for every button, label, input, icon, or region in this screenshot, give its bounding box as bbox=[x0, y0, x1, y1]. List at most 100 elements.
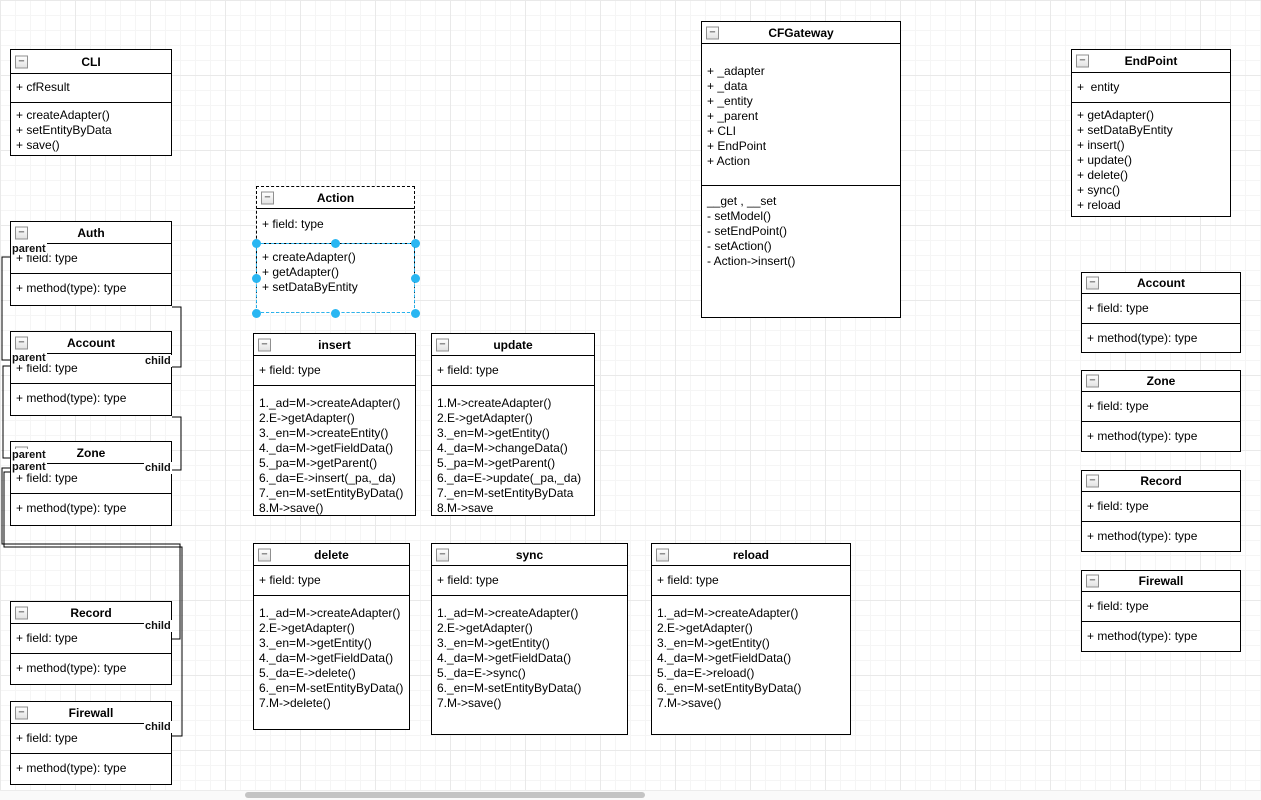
collapse-icon[interactable]: − bbox=[15, 336, 28, 349]
selection-handle[interactable] bbox=[251, 238, 261, 248]
collapse-icon[interactable]: − bbox=[258, 338, 271, 351]
attributes-compartment[interactable]: + entity bbox=[1072, 73, 1230, 103]
class-sync[interactable]: − sync + field: type 1._ad=M->createAdap… bbox=[431, 543, 628, 735]
methods-compartment[interactable]: 1._ad=M->createAdapter()2.E->getAdapter(… bbox=[254, 386, 415, 515]
attributes-compartment[interactable]: + field: type bbox=[11, 724, 171, 754]
edge-label-parent[interactable]: parent bbox=[11, 461, 47, 473]
methods-compartment[interactable]: + method(type): type bbox=[1082, 522, 1240, 551]
methods-compartment[interactable]: + method(type): type bbox=[11, 754, 171, 784]
class-reload[interactable]: − reload + field: type 1._ad=M->createAd… bbox=[651, 543, 851, 735]
collapse-icon[interactable]: − bbox=[15, 606, 28, 619]
edge-label-parent[interactable]: parent bbox=[11, 243, 47, 255]
connector-zone-firewall[interactable] bbox=[3, 471, 183, 737]
horizontal-scrollbar-thumb[interactable] bbox=[245, 792, 645, 798]
selection-handle[interactable] bbox=[331, 308, 340, 318]
methods-compartment[interactable]: + method(type): type bbox=[1082, 422, 1240, 451]
attributes-compartment[interactable]: + field: type bbox=[11, 354, 171, 384]
collapse-icon[interactable]: − bbox=[436, 338, 449, 351]
selection-handle[interactable] bbox=[251, 273, 261, 283]
edge-label-parent[interactable]: parent bbox=[11, 352, 47, 364]
collapse-icon[interactable]: − bbox=[1086, 574, 1099, 588]
attributes-compartment[interactable]: + cfResult bbox=[11, 74, 171, 103]
attributes-compartment[interactable]: + field: type bbox=[1082, 392, 1240, 422]
connector-zone-record[interactable] bbox=[1, 467, 181, 640]
class-zone-left[interactable]: − Zone + field: type + method(type): typ… bbox=[10, 441, 172, 526]
class-action[interactable]: − Action + field: type + createAdapter()… bbox=[256, 186, 415, 313]
methods-compartment[interactable]: __get , __set- setModel()- setEndPoint()… bbox=[702, 186, 900, 317]
class-account-right[interactable]: − Account + field: type + method(type): … bbox=[1081, 272, 1241, 353]
connector-auth-account-right[interactable] bbox=[172, 306, 182, 368]
methods-compartment[interactable]: 1._ad=M->createAdapter()2.E->getAdapter(… bbox=[254, 596, 409, 729]
attributes-compartment[interactable]: + field: type bbox=[432, 356, 594, 386]
methods-compartment[interactable]: 1._ad=M->createAdapter()2.E->getAdapter(… bbox=[652, 596, 850, 734]
attributes-compartment[interactable]: + field: type bbox=[254, 566, 409, 596]
class-firewall-left[interactable]: − Firewall + field: type + method(type):… bbox=[10, 701, 172, 785]
collapse-icon[interactable]: − bbox=[1086, 374, 1099, 388]
class-account-left[interactable]: − Account + field: type + method(type): … bbox=[10, 331, 172, 416]
class-title-bar: − sync bbox=[432, 544, 627, 566]
collapse-icon[interactable]: − bbox=[1086, 474, 1099, 488]
methods-compartment[interactable]: + method(type): type bbox=[11, 654, 171, 684]
attributes-compartment[interactable]: + field: type bbox=[652, 566, 850, 596]
attribute-line: + entity bbox=[1077, 80, 1120, 94]
edge-label-child[interactable]: child bbox=[144, 355, 172, 367]
collapse-icon[interactable]: − bbox=[706, 26, 719, 39]
attributes-compartment[interactable]: + field: type bbox=[1082, 592, 1240, 622]
attributes-compartment[interactable]: + field: type bbox=[11, 624, 171, 654]
methods-compartment[interactable]: 1.M->createAdapter()2.E->getAdapter()3._… bbox=[432, 386, 594, 515]
collapse-icon[interactable]: − bbox=[1086, 276, 1099, 290]
collapse-icon[interactable]: − bbox=[1076, 54, 1089, 68]
class-auth[interactable]: − Auth + field: type + method(type): typ… bbox=[10, 221, 172, 306]
method-line: + createAdapter() bbox=[262, 250, 356, 264]
collapse-icon[interactable]: − bbox=[436, 548, 449, 561]
connector-account-zone-left[interactable] bbox=[2, 365, 10, 459]
class-insert[interactable]: − insert + field: type 1._ad=M->createAd… bbox=[253, 333, 416, 516]
selection-handle[interactable] bbox=[410, 238, 420, 248]
methods-compartment[interactable]: + method(type): type bbox=[11, 494, 171, 525]
class-zone-right[interactable]: − Zone + field: type + method(type): typ… bbox=[1081, 370, 1241, 452]
methods-compartment[interactable]: + method(type): type bbox=[11, 274, 171, 305]
collapse-icon[interactable]: − bbox=[15, 55, 28, 68]
selection-handle[interactable] bbox=[410, 308, 420, 318]
connector-account-zone-right[interactable] bbox=[172, 416, 182, 471]
edge-label-child[interactable]: child bbox=[144, 462, 172, 474]
collapse-icon[interactable]: − bbox=[15, 706, 28, 719]
class-firewall-right[interactable]: − Firewall + field: type + method(type):… bbox=[1081, 570, 1241, 652]
method-line: 6._en=M-setEntityByData() bbox=[657, 681, 802, 695]
edge-label-child[interactable]: child bbox=[144, 721, 172, 733]
methods-compartment[interactable]: + method(type): type bbox=[11, 384, 171, 415]
collapse-icon[interactable]: − bbox=[656, 548, 669, 561]
attributes-compartment[interactable]: + field: type bbox=[11, 244, 171, 274]
attributes-compartment[interactable]: + field: type bbox=[432, 566, 627, 596]
collapse-icon[interactable]: − bbox=[15, 226, 28, 239]
methods-compartment[interactable]: + getAdapter()+ setDataByEntity+ insert(… bbox=[1072, 103, 1230, 216]
class-record-right[interactable]: − Record + field: type + method(type): t… bbox=[1081, 470, 1241, 552]
class-update[interactable]: − update + field: type 1.M->createAdapte… bbox=[431, 333, 595, 516]
class-endpoint[interactable]: − EndPoint + entity + getAdapter()+ setD… bbox=[1071, 49, 1231, 217]
class-record-left[interactable]: − Record + field: type + method(type): t… bbox=[10, 601, 172, 685]
methods-compartment[interactable]: + method(type): type bbox=[1082, 622, 1240, 651]
methods-compartment[interactable]: + createAdapter()+ setEntityByData+ save… bbox=[11, 103, 171, 155]
class-delete[interactable]: − delete + field: type 1._ad=M->createAd… bbox=[253, 543, 410, 730]
connector-auth-account-left[interactable] bbox=[1, 256, 10, 361]
class-cli[interactable]: − CLI + cfResult + createAdapter()+ setE… bbox=[10, 49, 172, 156]
methods-compartment[interactable]: + createAdapter()+ getAdapter()+ setData… bbox=[257, 244, 414, 312]
selection-handle[interactable] bbox=[251, 308, 261, 318]
selection-handle[interactable] bbox=[331, 238, 340, 248]
edge-label-child[interactable]: child bbox=[144, 620, 172, 632]
methods-compartment[interactable]: 1._ad=M->createAdapter()2.E->getAdapter(… bbox=[432, 596, 627, 734]
class-cfgateway[interactable]: − CFGateway + _adapter+ _data+ _entity+ … bbox=[701, 21, 901, 318]
attributes-compartment[interactable]: + field: type bbox=[11, 464, 171, 494]
attributes-compartment[interactable]: + _adapter+ _data+ _entity+ _parent+ CLI… bbox=[702, 44, 900, 186]
selection-handle[interactable] bbox=[410, 273, 420, 283]
collapse-icon[interactable]: − bbox=[258, 548, 271, 561]
method-line: + setDataByEntity bbox=[262, 280, 358, 294]
methods-compartment[interactable]: + method(type): type bbox=[1082, 324, 1240, 352]
attributes-compartment[interactable]: + field: type bbox=[1082, 492, 1240, 522]
edge-label-parent[interactable]: parent bbox=[11, 449, 47, 461]
collapse-icon[interactable]: − bbox=[261, 191, 274, 204]
horizontal-scrollbar[interactable] bbox=[0, 790, 1261, 800]
attributes-compartment[interactable]: + field: type bbox=[1082, 294, 1240, 324]
attributes-compartment[interactable]: + field: type bbox=[254, 356, 415, 386]
